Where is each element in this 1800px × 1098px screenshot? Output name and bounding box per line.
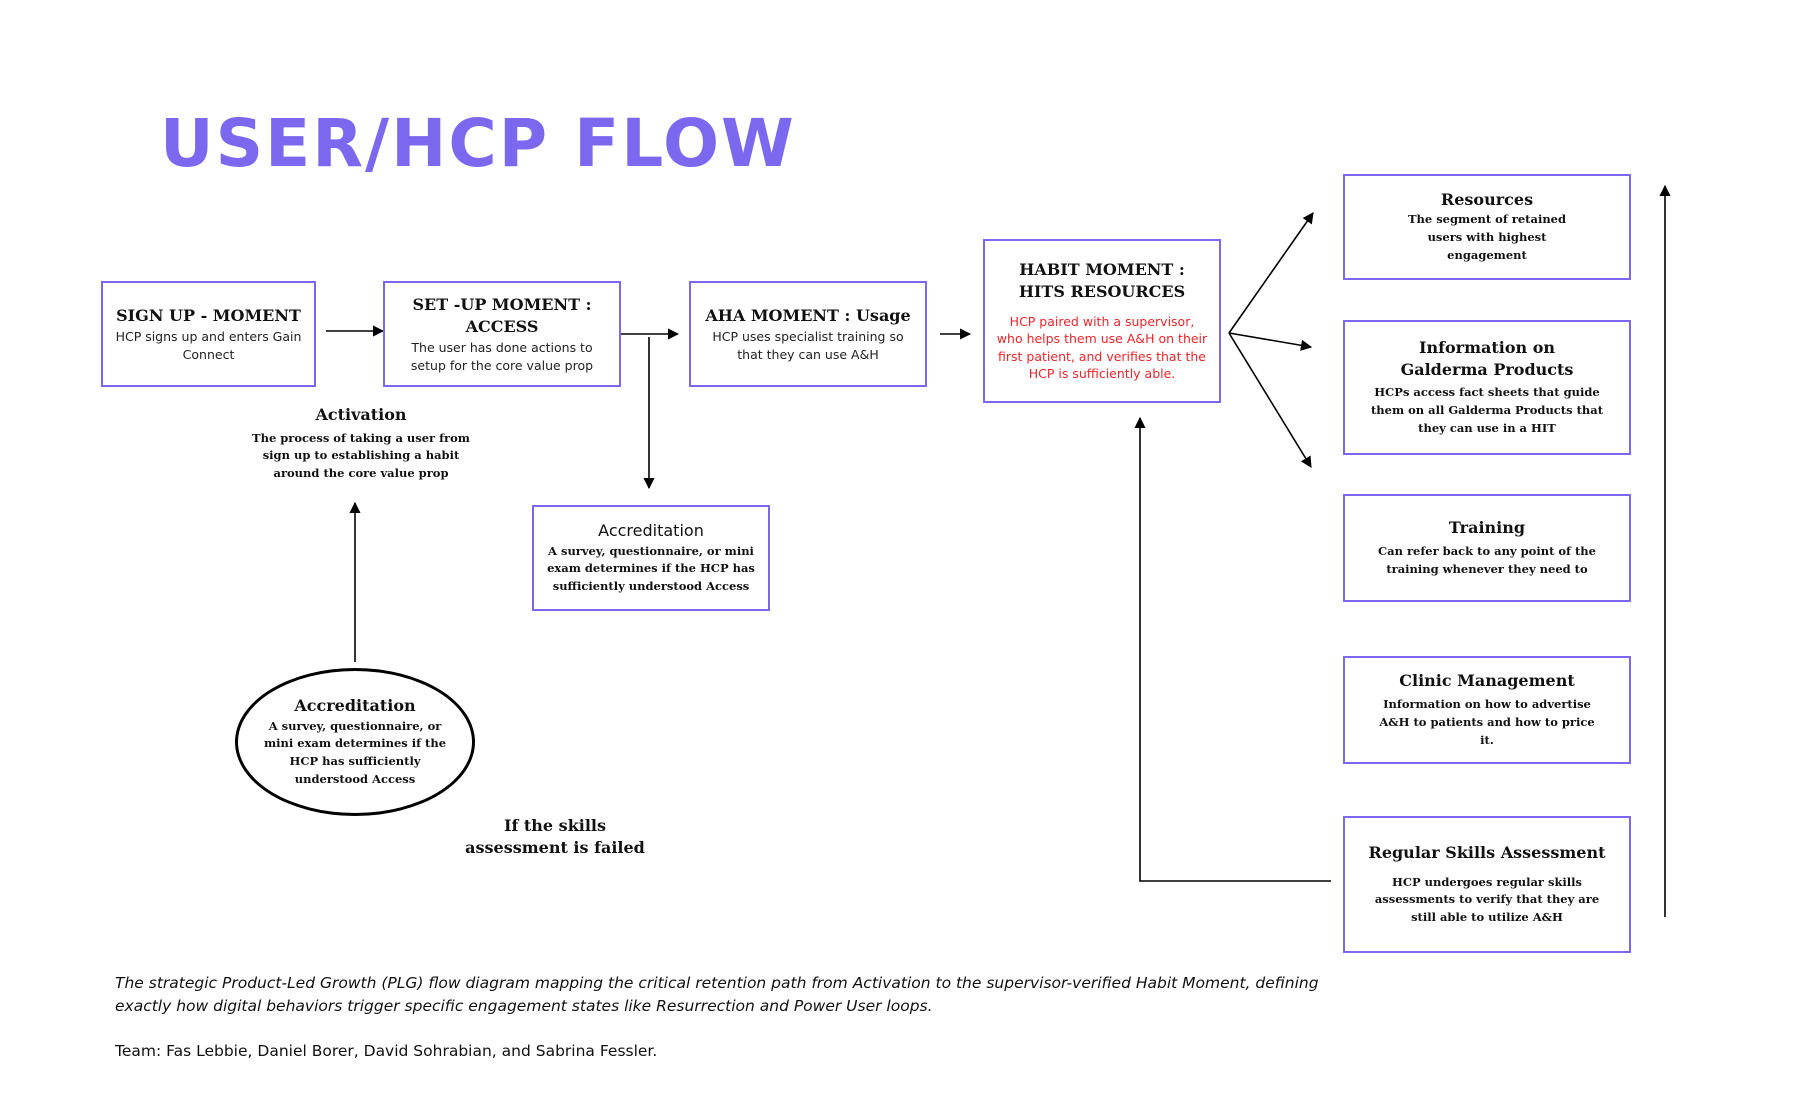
resources-heading: Resources [1440,190,1534,210]
arrow-habit-to-training [1228,332,1312,468]
accreditation-ellipse-heading: Accreditation [294,696,416,716]
setup-heading: SET -UP MOMENT : ACCESS [412,294,592,336]
habit-heading: HABIT MOMENT : HITS RESOURCES [1018,260,1186,301]
aha-moment-box: AHA MOMENT : Usage HCP uses specialist t… [689,281,927,387]
team-credits: Team: Fas Lebbie, Daniel Borer, David So… [115,1042,658,1060]
arrow-habit-to-resources [1228,212,1314,334]
accreditation-ellipse: Accreditation A survey, questionnaire, o… [235,668,475,816]
training-box: Training Can refer back to any point of … [1343,494,1631,602]
page-title: USER/HCP FLOW [160,105,796,182]
skills-assessment-text: HCP undergoes regular skills assessments… [1374,874,1600,925]
activation-text: The process of taking a user from sign u… [252,430,470,481]
aha-heading: AHA MOMENT : Usage [705,305,911,325]
accreditation-box: Accreditation A survey, questionnaire, o… [532,505,770,611]
arrow-assessment-to-habit [1134,416,1331,882]
galderma-heading: Information on Galderma Products [1400,338,1574,379]
setup-moment-box: SET -UP MOMENT : ACCESS The user has don… [383,281,621,387]
resources-text: The segment of retained users with highe… [1407,212,1567,262]
arrow-habit-to-galderma [1228,332,1313,351]
clinic-management-box: Clinic Management Information on how to … [1343,656,1631,764]
skills-assessment-heading: Regular Skills Assessment [1368,842,1606,862]
habit-moment-box: HABIT MOMENT : HITS RESOURCES HCP paired… [983,239,1221,403]
training-text: Can refer back to any point of the train… [1378,543,1596,576]
diagram-caption: The strategic Product-Led Growth (PLG) f… [115,974,1319,1016]
signup-heading: SIGN UP - MOMENT [116,305,301,325]
signup-moment-box: SIGN UP - MOMENT HCP signs up and enters… [101,281,316,387]
habit-text: HCP paired with a supervisor, who helps … [996,313,1208,382]
activation-heading: Activation [315,405,407,424]
training-heading: Training [1448,518,1526,538]
accreditation-box-text: A survey, questionnaire, or mini exam de… [547,543,755,594]
resources-box: Resources The segment of retained users … [1343,174,1631,280]
regular-skills-assessment-box: Regular Skills Assessment HCP undergoes … [1343,816,1631,953]
activation-note: Activation The process of taking a user … [250,404,472,483]
galderma-text: HCPs access fact sheets that guide them … [1370,385,1604,435]
failed-label: If the skills assessment is failed [465,816,645,857]
clinic-text: Information on how to advertise A&H to p… [1379,697,1595,747]
clinic-heading: Clinic Management [1399,671,1575,691]
signup-text: HCP signs up and enters Gain Connect [115,329,302,362]
setup-text: The user has done actions to setup for t… [410,340,594,373]
aha-text: HCP uses specialist training so that the… [712,329,904,362]
accreditation-box-heading: Accreditation [598,520,704,540]
accreditation-ellipse-text: A survey, questionnaire, or mini exam de… [263,718,447,787]
galderma-products-box: Information on Galderma Products HCPs ac… [1343,320,1631,455]
